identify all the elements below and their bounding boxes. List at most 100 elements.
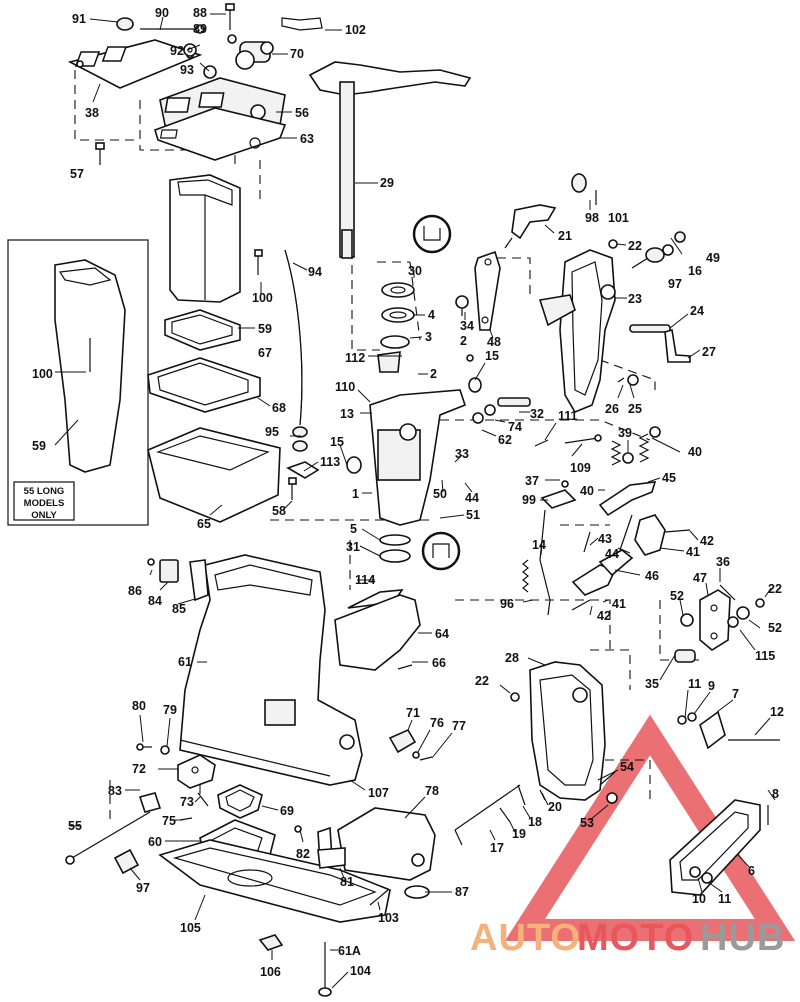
callout-9: 9 (708, 679, 715, 693)
lubricant-symbol-top (412, 214, 452, 254)
callout-36: 36 (716, 555, 730, 569)
callout-42-upper: 42 (700, 534, 714, 548)
seal-69 (217, 784, 263, 819)
callout-73: 73 (180, 795, 194, 809)
screw-80 (136, 743, 152, 751)
cap-49 (674, 231, 686, 243)
callout-48: 48 (487, 335, 501, 349)
friction-block-70 (235, 41, 274, 70)
callout-11-top: 11 (688, 677, 701, 691)
callout-67: 67 (258, 346, 272, 360)
callout-41-lower: 41 (612, 597, 626, 611)
cap-40-top (649, 426, 661, 438)
steering-arm-shaft-29 (308, 61, 472, 259)
callout-8: 8 (772, 787, 779, 801)
inset-caption-line3: ONLY (31, 510, 57, 521)
spring-40a (610, 440, 622, 466)
cover-64 (334, 594, 421, 671)
nut-22-right (755, 598, 765, 608)
screw-77 (419, 756, 433, 761)
tilt-lever-27 (664, 328, 691, 363)
callout-47: 47 (693, 571, 707, 585)
callout-30: 30 (408, 264, 422, 278)
callout-98: 98 (585, 211, 599, 225)
bolt-36 (719, 584, 736, 601)
lever-99 (540, 489, 577, 509)
callout-112: 112 (345, 351, 365, 365)
callout-26: 26 (605, 402, 619, 416)
swivel-bracket-1 (369, 389, 466, 526)
callout-100-inset: 100 (32, 367, 53, 381)
callout-14: 14 (532, 538, 546, 552)
callout-115: 115 (755, 649, 775, 663)
bushing-3 (380, 335, 410, 349)
callout-94: 94 (308, 265, 322, 279)
nut-104 (318, 987, 332, 997)
callout-56: 56 (295, 106, 309, 120)
callout-3: 3 (425, 330, 432, 344)
callout-19: 19 (512, 827, 526, 841)
callout-22-top: 22 (628, 239, 642, 253)
grease-fitting-2a (466, 354, 474, 362)
arm-45 (598, 481, 657, 517)
callout-34: 34 (460, 319, 474, 333)
bracket-113 (286, 461, 320, 479)
inset-caption-line2: MODELS (24, 498, 65, 509)
rod-55 (65, 811, 151, 865)
callout-92: 92 (170, 44, 184, 58)
callout-71: 71 (406, 706, 420, 720)
callout-40-mid: 40 (580, 484, 594, 498)
callout-4: 4 (428, 308, 435, 322)
long-model-inset-box (7, 239, 149, 526)
bolt-34 (455, 295, 469, 316)
callout-6: 6 (748, 864, 755, 878)
callout-15-left: 15 (330, 435, 344, 449)
callout-39: 39 (618, 426, 632, 440)
stern-bracket-23 (538, 249, 616, 414)
washer-10 (689, 866, 701, 878)
pin-111 (534, 439, 549, 447)
bolt-35 (674, 649, 696, 663)
callout-76: 76 (430, 716, 444, 730)
callout-99: 99 (522, 493, 536, 507)
stern-bracket-28 (529, 661, 606, 801)
callout-44-mid: 44 (465, 491, 479, 505)
leader-lines (54, 13, 776, 989)
washer-31 (379, 549, 411, 563)
screw-73 (197, 792, 209, 807)
callout-79: 79 (163, 703, 177, 717)
pin-37 (561, 480, 569, 488)
bushing-91 (116, 17, 134, 31)
exhaust-housing-61 (179, 554, 363, 786)
callout-100-top: 100 (252, 291, 273, 305)
screw-58 (288, 477, 297, 500)
tilt-rod-24 (629, 324, 671, 333)
cap-39 (622, 452, 634, 464)
washer-11-top (677, 715, 687, 725)
rod-17 (454, 784, 521, 846)
inset-caption: 55 LONG MODELS ONLY (24, 486, 65, 521)
callout-57: 57 (70, 167, 84, 181)
callout-35: 35 (645, 677, 659, 691)
callout-59-main: 59 (258, 322, 272, 336)
watermark-moto: MOTO (577, 917, 694, 959)
nut-11-bottom (701, 872, 713, 884)
seal-67 (164, 309, 241, 351)
callout-29: 29 (380, 176, 394, 190)
washer-52-right (736, 606, 750, 620)
pin-32 (497, 397, 531, 407)
callout-11-bottom: 11 (718, 892, 731, 906)
callout-89: 89 (193, 22, 207, 36)
callout-13: 13 (340, 407, 354, 421)
callout-50: 50 (433, 487, 447, 501)
callout-102: 102 (345, 23, 366, 37)
screw-18 (517, 784, 526, 806)
callout-45: 45 (662, 471, 676, 485)
callout-27: 27 (702, 345, 716, 359)
callout-87: 87 (455, 885, 469, 899)
callout-75: 75 (162, 814, 176, 828)
screw-9-lower (294, 825, 302, 833)
callout-90: 90 (155, 6, 169, 20)
callout-12: 12 (770, 705, 784, 719)
washer-62 (472, 412, 484, 424)
